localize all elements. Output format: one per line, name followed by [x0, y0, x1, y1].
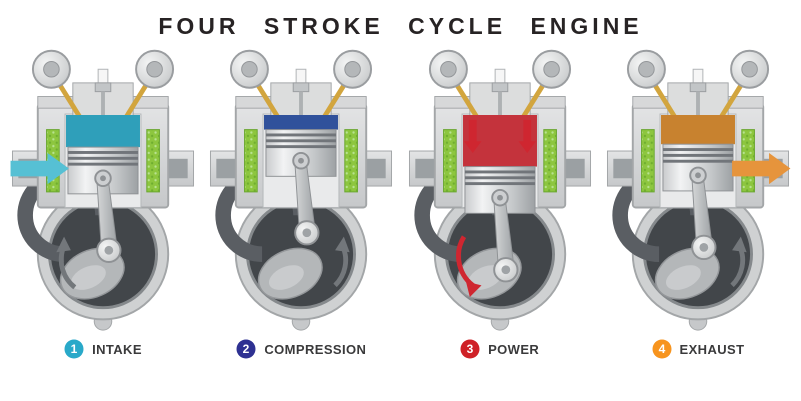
coolant-jacket-left: [244, 129, 259, 193]
stroke-label: EXHAUST: [679, 341, 745, 357]
valve-stem-left: [453, 82, 481, 122]
spark-plug: [494, 68, 506, 84]
legend-power: 3 POWER: [460, 338, 539, 360]
legend-compression: 2 COMPRESSION: [236, 338, 366, 360]
coolant-jacket-left: [641, 129, 655, 193]
coolant-jacket-right: [542, 129, 557, 193]
coolant-jacket-right: [146, 129, 160, 193]
combustion-chamber: [66, 115, 140, 148]
intake-engine-diagram: [10, 49, 195, 331]
rotation-arrowhead-icon: [732, 236, 747, 253]
cylinder-head: [626, 49, 770, 124]
stroke-number-badge: 3: [460, 339, 480, 359]
svg-text:4: 4: [658, 342, 665, 356]
valve-stem-left: [255, 82, 282, 122]
spark-plug: [97, 68, 109, 84]
valve-stem-right: [122, 82, 149, 122]
rotation-arrow-icon: [58, 247, 77, 290]
cylinder-head: [31, 49, 175, 124]
stroke-label: INTAKE: [92, 341, 142, 357]
power-engine-diagram: [408, 49, 591, 331]
combustion-chamber: [264, 115, 339, 130]
intake-flow-arrow-icon: [10, 152, 69, 185]
legend-exhaust: 4 EXHAUST: [652, 338, 745, 360]
piston-assembly: [662, 143, 734, 261]
rotation-arrowhead-icon: [56, 236, 71, 253]
rotation-arrowhead-icon: [335, 236, 350, 253]
engine-diagrams-row: 1 INTAKE: [0, 40, 801, 360]
valve-stem-left: [57, 82, 84, 122]
piston-assembly: [464, 166, 536, 283]
engine-figure-intake: 1 INTAKE: [4, 42, 202, 360]
stroke-number-badge: 4: [652, 339, 672, 359]
stroke-label: POWER: [488, 341, 540, 357]
engine-figure-compression: 2 COMPRESSION: [202, 42, 400, 360]
power-down-arrow-icon: [518, 119, 536, 153]
valve-stem-right: [320, 82, 348, 122]
exhaust-flow-arrow-icon: [732, 152, 791, 185]
crankcase: [215, 168, 368, 321]
exhaust-engine-diagram: [606, 49, 791, 331]
svg-text:3: 3: [467, 342, 474, 356]
piston-assembly: [67, 146, 139, 263]
rotation-arrowhead-icon: [465, 281, 482, 298]
spark-plug: [295, 68, 307, 84]
engine-figure-exhaust: 4 EXHAUST: [599, 42, 797, 360]
legend-intake: 1 INTAKE: [64, 338, 142, 360]
page-title: FOUR STROKE CYCLE ENGINE: [158, 13, 643, 39]
power-down-arrow-icon: [463, 119, 482, 153]
stroke-label: COMPRESSION: [264, 341, 367, 357]
stroke-number-badge: 1: [64, 339, 84, 359]
valve-stem-left: [652, 82, 679, 122]
coolant-jacket-left: [442, 129, 457, 193]
svg-text:1: 1: [71, 342, 78, 356]
svg-text:2: 2: [243, 342, 250, 356]
engine-figure-power: 3 POWER: [401, 42, 599, 360]
cylinder-head: [428, 49, 571, 124]
compression-engine-diagram: [210, 49, 393, 331]
valve-stem-right: [519, 82, 546, 122]
stroke-number-badge: 2: [236, 339, 256, 359]
valve-stem-right: [717, 82, 744, 122]
piston-assembly: [265, 129, 337, 246]
combustion-chamber: [660, 115, 735, 145]
coolant-jacket-right: [344, 129, 359, 193]
spark-plug: [692, 68, 704, 84]
